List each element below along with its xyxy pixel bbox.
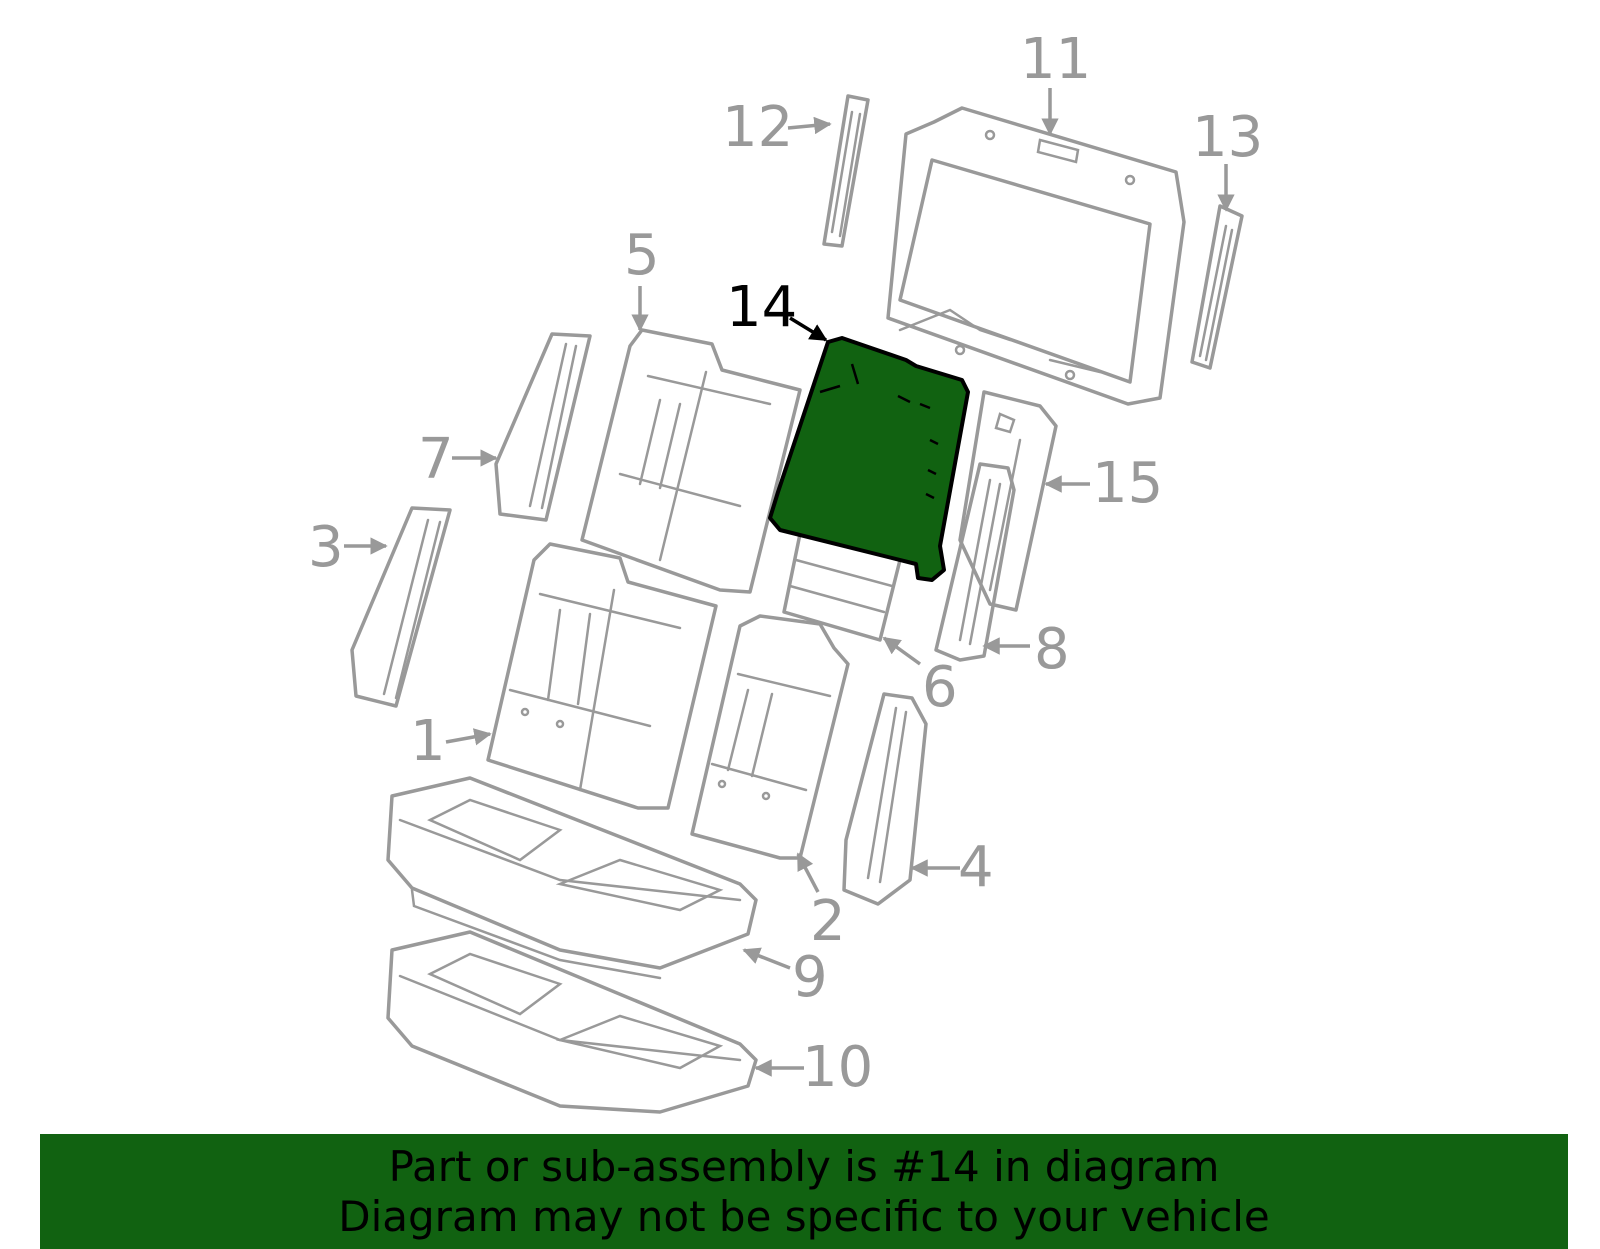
callout-10: 10 xyxy=(802,1035,873,1100)
callout-9: 9 xyxy=(792,945,828,1010)
part-3-outer-trim xyxy=(350,506,452,708)
part-1-seatback xyxy=(486,542,718,810)
banner-line-1: Part or sub-assembly is #14 in diagram xyxy=(388,1142,1220,1191)
callout-7: 7 xyxy=(418,427,454,492)
part-8-side-trim xyxy=(934,462,1016,662)
part-15-side-cover xyxy=(958,390,1058,612)
banner-line-2: Diagram may not be specific to your vehi… xyxy=(338,1192,1270,1241)
callout-15: 15 xyxy=(1092,451,1163,516)
callout-6: 6 xyxy=(922,655,958,720)
part-10-cushion-pad xyxy=(386,930,758,1114)
part-4-outer-trim xyxy=(842,692,928,906)
part-13-bracket xyxy=(1190,204,1244,370)
callout-8: 8 xyxy=(1034,617,1070,682)
callout-12: 12 xyxy=(722,95,793,160)
callout-3: 3 xyxy=(308,515,344,580)
part-2-seatback xyxy=(690,614,850,860)
part-11-frame xyxy=(886,106,1186,406)
callout-4: 4 xyxy=(958,835,994,900)
callout-14: 14 xyxy=(726,275,797,340)
part-14-seatback-panel[interactable] xyxy=(768,336,970,582)
callout-13: 13 xyxy=(1192,105,1263,170)
part-5-seatback-cover xyxy=(580,328,802,594)
part-9-cushion xyxy=(386,776,758,980)
part-7-side-trim xyxy=(494,332,592,522)
callout-arrows xyxy=(344,88,1235,1077)
callout-labels: 1 2 3 4 5 6 7 8 9 10 11 12 13 14 15 xyxy=(308,27,1263,1100)
callout-2: 2 xyxy=(810,889,846,954)
callout-5: 5 xyxy=(624,223,660,288)
info-banner: Part or sub-assembly is #14 in diagram D… xyxy=(40,1134,1568,1249)
callout-11: 11 xyxy=(1020,27,1091,92)
part-12-bracket xyxy=(822,94,870,248)
callout-1: 1 xyxy=(410,709,446,774)
